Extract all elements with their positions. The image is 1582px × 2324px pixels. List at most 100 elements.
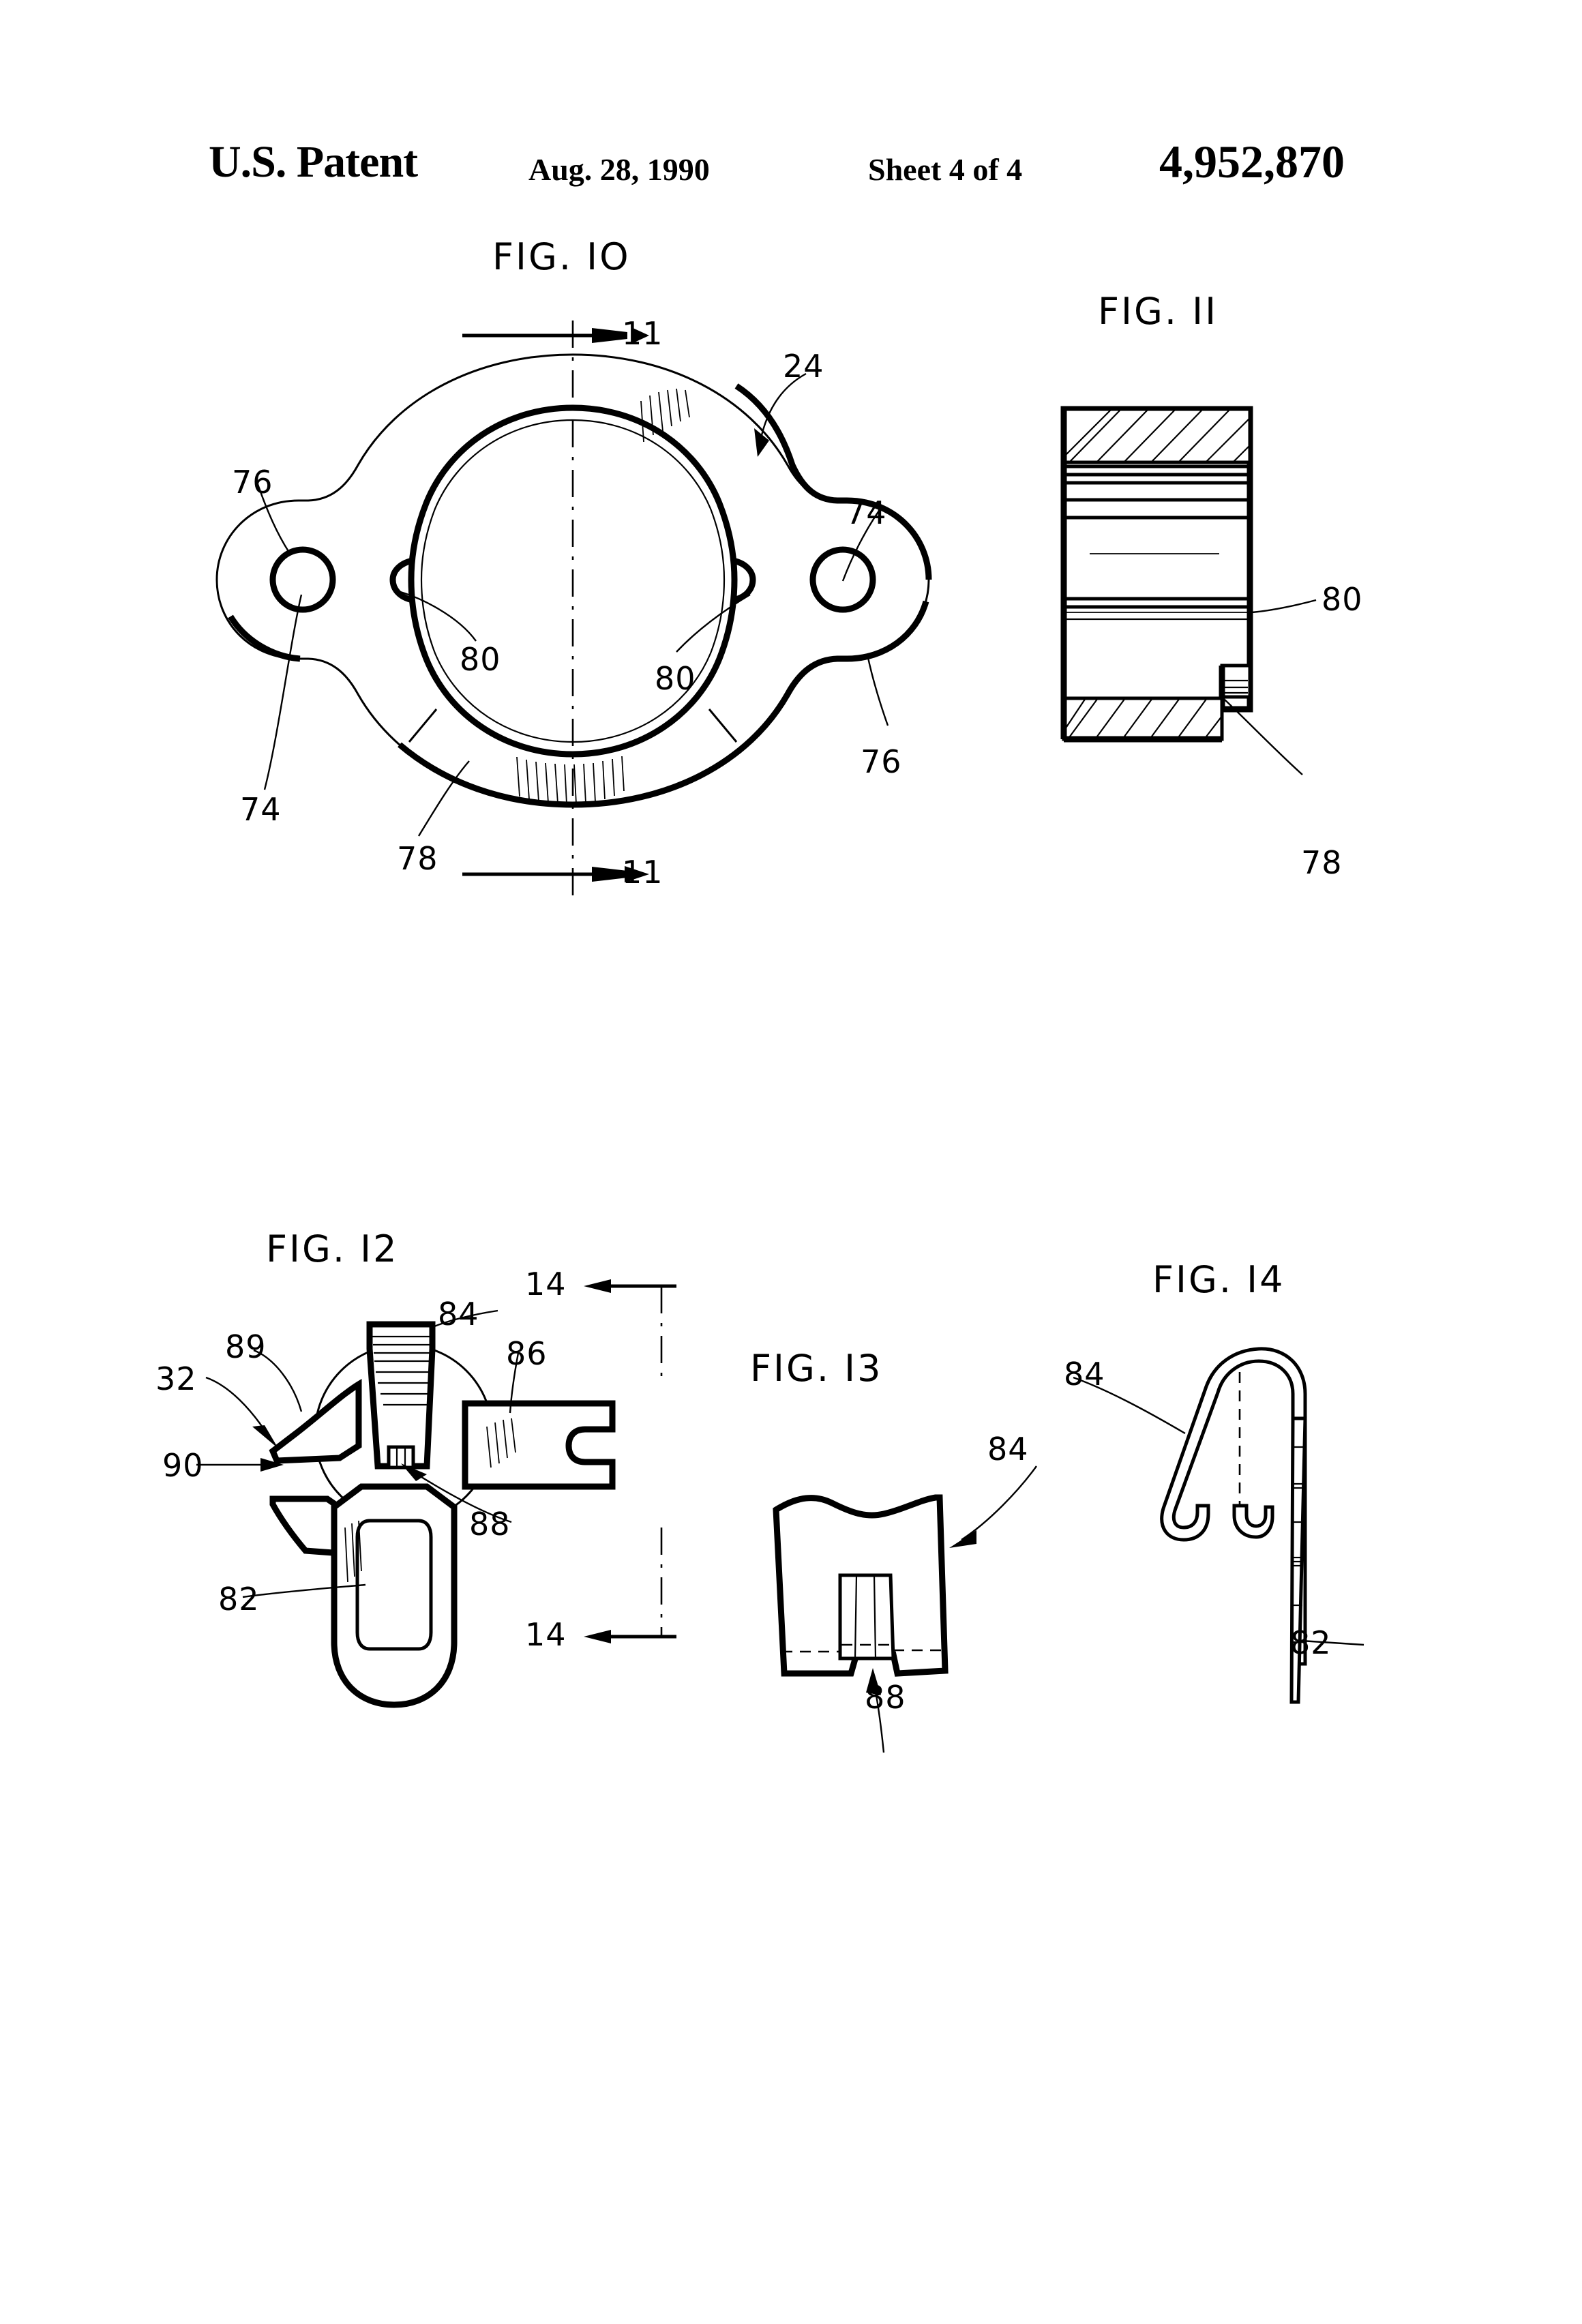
bottom-step-notch-lines [1224, 681, 1248, 693]
leader-84-fig12 [430, 1311, 498, 1328]
figure-10-drawing [191, 286, 955, 927]
clamp-inner-bore [411, 408, 734, 754]
section-label-11-bottom: 11 [622, 854, 663, 891]
ref-numeral-74-right: 74 [846, 494, 887, 531]
ref-numeral-80-fig11: 80 [1322, 581, 1363, 618]
figure-12-drawing [225, 1282, 648, 1759]
ring-split-line-left [409, 709, 436, 742]
clamp-outer-shadow-edge [736, 386, 929, 580]
leader-89 [254, 1350, 301, 1412]
ref-numeral-90: 90 [162, 1447, 204, 1484]
ref-numeral-76-left: 76 [232, 464, 273, 501]
leader-76-right [867, 655, 888, 726]
hook-inner-tine-tip [1234, 1506, 1272, 1537]
ref-numeral-80-left: 80 [460, 641, 501, 678]
mounting-hole-left [273, 550, 333, 610]
leader-88-fig13-arrowhead [866, 1668, 881, 1695]
shading-hatch-bottom [517, 756, 624, 804]
figure-12-section-markers [584, 1279, 723, 1643]
tab-hatch-lines [372, 1337, 431, 1405]
ref-numeral-32: 32 [155, 1360, 197, 1397]
fig13-notch [840, 1575, 893, 1658]
leader-78-fig11 [1225, 700, 1302, 775]
clamp-inner-bore-inner-line [421, 420, 724, 742]
leader-84-fig13-arrowhead [949, 1530, 976, 1548]
clip-vertical-tab [370, 1324, 432, 1466]
tab-notch-88 [389, 1447, 413, 1468]
ref-numeral-80-right: 80 [655, 660, 696, 697]
fig13-notch-rib-1 [855, 1575, 856, 1658]
clip-right-arm [465, 1403, 612, 1487]
leader-74-right [843, 506, 882, 581]
bore-notch-right [733, 561, 753, 600]
ring-split-line-right [709, 709, 736, 742]
shading-hatch-upper-right [641, 389, 689, 442]
figure-13-title: FIG. I3 [750, 1347, 883, 1390]
ref-numeral-78-fig11: 78 [1301, 844, 1343, 881]
section-label-14-top: 14 [525, 1266, 567, 1302]
leader-84-fig13 [961, 1466, 1036, 1540]
leader-80-fig11 [1252, 600, 1316, 612]
leader-82-fig14 [1301, 1641, 1364, 1645]
leader-78 [419, 761, 469, 836]
ref-numeral-84-fig14: 84 [1064, 1356, 1105, 1392]
figure-10-title: FIG. IO [492, 235, 631, 278]
leader-88-arrowhead [401, 1463, 427, 1481]
section-upper-lines [1064, 466, 1250, 518]
shading-right-arm [487, 1418, 516, 1468]
section-label-11-top: 11 [622, 315, 663, 352]
section-arrow-14-top [584, 1279, 611, 1293]
clip-slot [357, 1521, 431, 1649]
ref-numeral-89: 89 [225, 1328, 267, 1365]
bore-notch-left [393, 561, 413, 600]
ref-numeral-86: 86 [506, 1335, 548, 1372]
hatched-band-bottom [1064, 698, 1222, 739]
clip-upper-wing [273, 1384, 359, 1461]
section-label-14-bottom: 14 [525, 1616, 567, 1653]
patent-number: 4,952,870 [1159, 136, 1345, 188]
section-lower-lines [1064, 599, 1250, 619]
leader-24-arrowhead [754, 428, 769, 457]
ref-numeral-78-fig10: 78 [397, 840, 438, 877]
leader-84-fig14 [1073, 1377, 1185, 1433]
ref-numeral-82-fig12: 82 [218, 1581, 260, 1618]
leader-82-fig12 [243, 1585, 365, 1597]
ref-numeral-82-fig14: 82 [1290, 1624, 1332, 1661]
ref-numeral-74-left: 74 [240, 791, 282, 828]
clamp-outer-shadow-edge-3 [230, 616, 300, 659]
ref-numeral-84-fig13: 84 [987, 1431, 1029, 1468]
leader-90-arrowhead [260, 1458, 284, 1472]
section-arrow-14-bottom [584, 1630, 611, 1643]
ref-numeral-76-right: 76 [861, 743, 902, 780]
leader-80-left [395, 591, 476, 641]
leader-74-left [265, 595, 301, 790]
section-marker-bottom [462, 866, 649, 882]
patent-office-title: U.S. Patent [209, 137, 418, 187]
figure-13-drawing [764, 1480, 1050, 1705]
leader-32-arrowhead [252, 1425, 278, 1448]
patent-issue-date: Aug. 28, 1990 [528, 152, 710, 187]
figure-11-title: FIG. II [1098, 290, 1219, 333]
sheet-indicator: Sheet 4 of 4 [868, 152, 1023, 187]
hook-outer-contour [1162, 1349, 1305, 1664]
clamp-outer-shadow-edge-2 [400, 601, 926, 805]
leader-76-left [258, 484, 289, 552]
fig13-notch-rib-2 [874, 1575, 876, 1658]
section-marker-top [462, 327, 649, 344]
shading-shank [345, 1521, 361, 1582]
hook-shank [1292, 1418, 1305, 1702]
leader-80-right [676, 595, 750, 652]
figure-12-title: FIG. I2 [266, 1227, 399, 1270]
figure-14-drawing [1132, 1323, 1405, 1705]
ref-numeral-88-fig12: 88 [469, 1506, 511, 1543]
ref-numeral-84-fig12: 84 [438, 1296, 479, 1332]
figure-14-title: FIG. I4 [1152, 1258, 1285, 1301]
ref-numeral-88-fig13: 88 [865, 1679, 906, 1716]
patent-header: U.S. Patent Aug. 28, 1990 Sheet 4 of 4 4… [0, 136, 1582, 211]
hatch-lines-top [1064, 409, 1250, 462]
hatch-lines-bottom [1064, 698, 1222, 739]
figure-11-drawing [1050, 396, 1405, 709]
hook-shank-segment-ticks [1293, 1447, 1305, 1642]
leader-86 [510, 1353, 518, 1413]
ref-numeral-24: 24 [783, 348, 824, 385]
